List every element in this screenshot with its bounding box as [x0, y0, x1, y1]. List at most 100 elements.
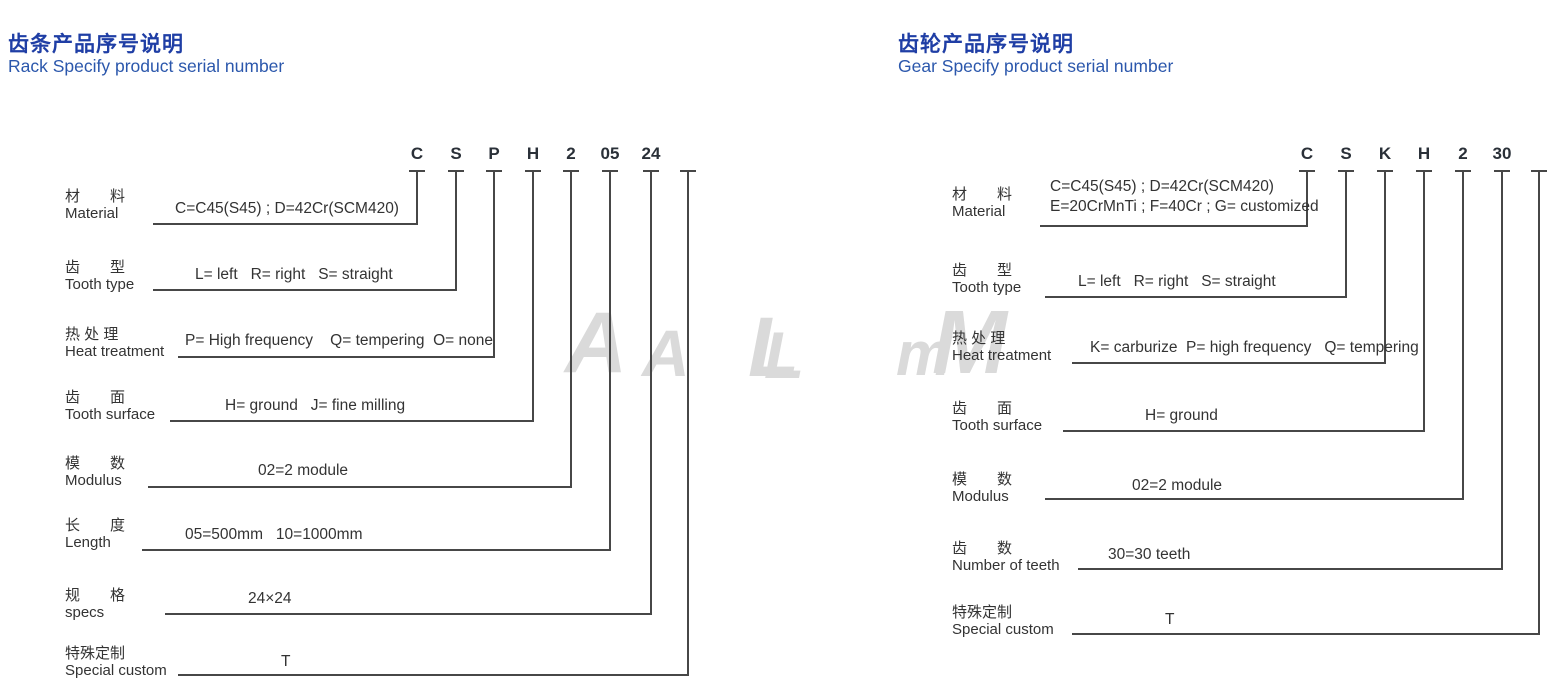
row-value: L= left R= right S= straight: [195, 266, 393, 283]
connector-vertical-line: [416, 172, 418, 225]
connector-tick: [486, 170, 502, 172]
row-value: 02=2 module: [1132, 477, 1223, 494]
row-underline: [1040, 225, 1308, 227]
serial-code-letter: S: [450, 144, 462, 163]
row-value: K= carburize P= high frequency Q= temper…: [1090, 339, 1419, 356]
watermark-letter: A: [642, 316, 690, 390]
row-value: H= ground: [1145, 407, 1218, 424]
row-underline: [1045, 296, 1347, 298]
connector-tick: [1531, 170, 1547, 172]
row-underline: [165, 613, 652, 615]
row-value: H= ground J= fine milling: [225, 397, 406, 414]
row-value: P= High frequency Q= tempering O= none: [185, 332, 494, 349]
row-underline: [1078, 568, 1503, 570]
connector-vertical-line: [609, 172, 611, 551]
row-value: 24×24: [248, 590, 292, 607]
gear-title-zh: 齿轮产品序号说明: [898, 33, 1074, 56]
serial-code-letter: 2: [566, 144, 576, 163]
connector-vertical-line: [1462, 172, 1464, 500]
rack-title-en: Rack Specify product serial number: [8, 56, 285, 76]
row-label-en: Material: [65, 205, 119, 222]
gear-title-en: Gear Specify product serial number: [898, 56, 1174, 76]
serial-code-letter: C: [410, 144, 424, 163]
watermark-letter: L: [764, 318, 805, 392]
row-label-en: Tooth surface: [65, 406, 156, 423]
row-label-zh: 材 料: [65, 188, 126, 205]
connector-vertical-line: [532, 172, 534, 422]
row-label-en: specs: [65, 604, 105, 621]
row-label-zh: 规 格: [65, 587, 126, 604]
row-label-en: Modulus: [952, 488, 1009, 505]
row-label-zh: 模 数: [65, 455, 126, 472]
serial-code-letter: S: [1340, 144, 1352, 163]
row-label-en: Number of teeth: [952, 557, 1060, 574]
row-underline: [148, 486, 572, 488]
row-label-en: Tooth type: [65, 276, 135, 293]
row-label-zh: 热 处 理: [952, 330, 1006, 347]
row-label-zh: 齿 型: [952, 262, 1013, 279]
row-label-en: Tooth type: [952, 279, 1022, 296]
row-label-en: Special custom: [952, 621, 1054, 638]
row-label-en: Tooth surface: [952, 417, 1043, 434]
connector-vertical-line: [1345, 172, 1347, 298]
connector-tick: [1416, 170, 1432, 172]
connector-vertical-line: [687, 172, 689, 676]
serial-code-letter: H: [1417, 144, 1431, 163]
watermark-letter: L: [748, 300, 800, 394]
serial-code-letter: H: [526, 144, 540, 163]
row-underline: [1072, 362, 1386, 364]
row-value: 30=30 teeth: [1108, 546, 1191, 563]
row-label-zh: 齿 面: [952, 400, 1013, 417]
row-label-zh: 齿 型: [65, 259, 126, 276]
row-label-en: Special custom: [65, 662, 167, 679]
connector-tick: [1377, 170, 1393, 172]
row-underline: [170, 420, 534, 422]
connector-vertical-line: [493, 172, 495, 358]
row-underline: [1063, 430, 1425, 432]
row-label-zh: 模 数: [952, 471, 1013, 488]
serial-code-letter: 2: [1458, 144, 1468, 163]
serial-code-letter: 05: [600, 144, 620, 163]
connector-vertical-line: [1384, 172, 1386, 364]
row-label-en: Material: [952, 203, 1006, 220]
row-label-en: Length: [65, 534, 111, 551]
connector-vertical-line: [1423, 172, 1425, 432]
row-value: L= left R= right S= straight: [1078, 273, 1276, 290]
serial-code-letter: 30: [1492, 144, 1512, 163]
row-label-zh: 齿 面: [65, 389, 126, 406]
connector-tick: [602, 170, 618, 172]
serial-code-letter: P: [488, 144, 500, 163]
row-underline: [142, 549, 611, 551]
row-label-zh: 材 料: [952, 186, 1013, 203]
row-value: C=C45(S45) ; D=42Cr(SCM420) E=20CrMnTi ;…: [1050, 178, 1319, 215]
row-label-zh: 长 度: [65, 517, 126, 534]
connector-tick: [1494, 170, 1510, 172]
connector-vertical-line: [1501, 172, 1503, 570]
row-underline: [178, 356, 495, 358]
row-value: T: [281, 653, 291, 670]
row-label-en: Modulus: [65, 472, 122, 489]
row-underline: [1072, 633, 1540, 635]
connector-vertical-line: [455, 172, 457, 291]
connector-tick: [448, 170, 464, 172]
row-label-en: Heat treatment: [952, 347, 1052, 364]
connector-vertical-line: [570, 172, 572, 488]
row-underline: [178, 674, 689, 676]
serial-code-letter: C: [1300, 144, 1314, 163]
serial-code-letter: 24: [641, 144, 661, 163]
